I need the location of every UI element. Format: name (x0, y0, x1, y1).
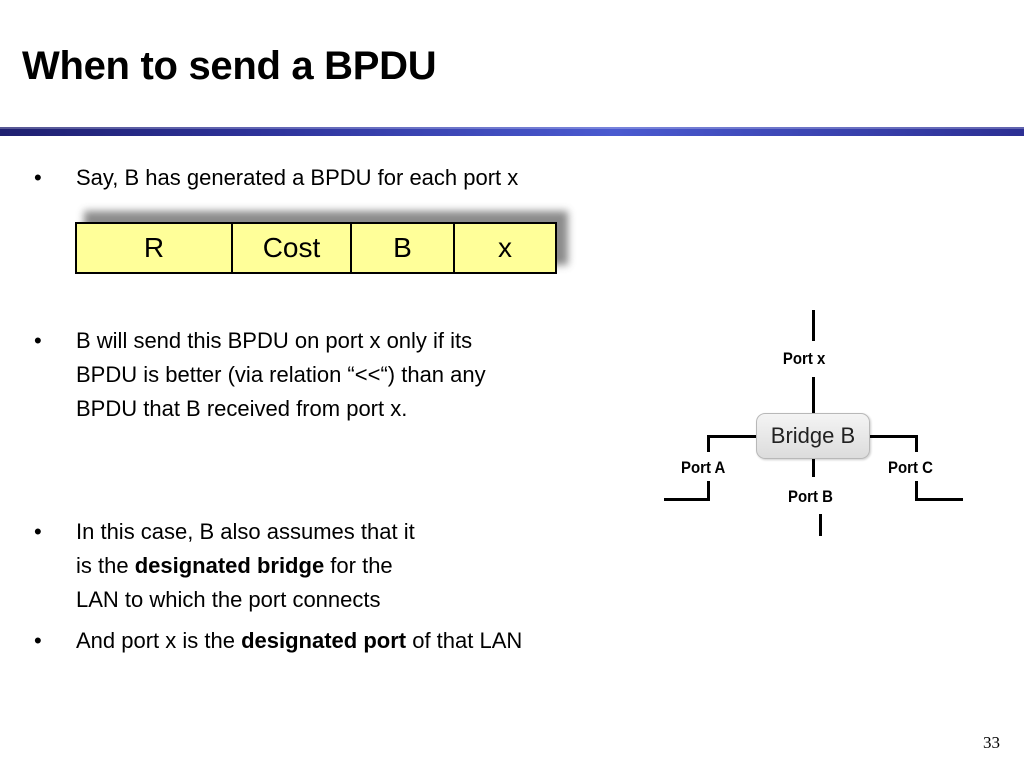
port-b-link (812, 459, 815, 477)
page-number: 33 (983, 733, 1000, 752)
port-a-link (707, 435, 710, 452)
bullet-designated-bridge: • In this case, B also assumes that it i… (34, 515, 415, 617)
term-designated-bridge: designated bridge (134, 553, 325, 578)
bpdu-field-root: R (77, 224, 233, 272)
port-b-label: Port B (788, 487, 833, 506)
bullet-text: Say, B has generated a BPDU for each por… (76, 165, 519, 190)
bullet-marker: • (34, 628, 42, 653)
bpdu-table: R Cost B x (75, 222, 557, 274)
text-run: is the (76, 553, 135, 578)
bullet-line: B will send this BPDU on port x only if … (76, 328, 473, 353)
port-b-segment (819, 514, 822, 536)
port-c-segment (915, 498, 963, 501)
port-x-link-bottom (812, 377, 815, 414)
bullet-generated-bpdu: • Say, B has generated a BPDU for each p… (34, 161, 519, 195)
bullet-marker: • (34, 165, 42, 190)
port-a-segment (664, 498, 710, 501)
bpdu-field-port: x (498, 232, 512, 263)
bpdu-field-bridge: B (352, 224, 455, 272)
slide-title: When to send a BPDU (22, 44, 437, 88)
bullet-designated-port: • And port x is the designated port of t… (34, 624, 522, 658)
port-c-label: Port C (888, 458, 933, 477)
text-run: for the (324, 553, 393, 578)
bullet-marker: • (34, 519, 42, 544)
bullet-line: And port x is the designated port of tha… (76, 624, 522, 658)
bullet-send-condition: • B will send this BPDU on port x only i… (34, 324, 486, 426)
port-c-link (915, 435, 918, 452)
port-x-label: Port x (782, 349, 826, 368)
port-c-segment (915, 481, 918, 501)
bullet-line: is the designated bridge for the (76, 549, 415, 583)
bpdu-field-cost: Cost (233, 224, 352, 272)
port-x-link-top (812, 310, 815, 341)
bullet-marker: • (34, 328, 42, 353)
port-a-segment (707, 481, 710, 501)
bullet-line: In this case, B also assumes that it (76, 519, 415, 544)
bullet-line: BPDU that B received from port x. (76, 396, 408, 421)
bullet-line: LAN to which the port connects (76, 587, 381, 612)
port-c-link (869, 435, 918, 438)
port-a-link (707, 435, 757, 438)
title-divider (0, 127, 1024, 136)
term-designated-port: designated port (241, 628, 407, 653)
text-run: of that LAN (406, 628, 523, 653)
bridge-node: Bridge B (756, 413, 870, 459)
bullet-line: BPDU is better (via relation “<<“) than … (76, 362, 486, 387)
text-run: And port x is the (76, 628, 242, 653)
port-a-label: Port A (681, 458, 726, 477)
